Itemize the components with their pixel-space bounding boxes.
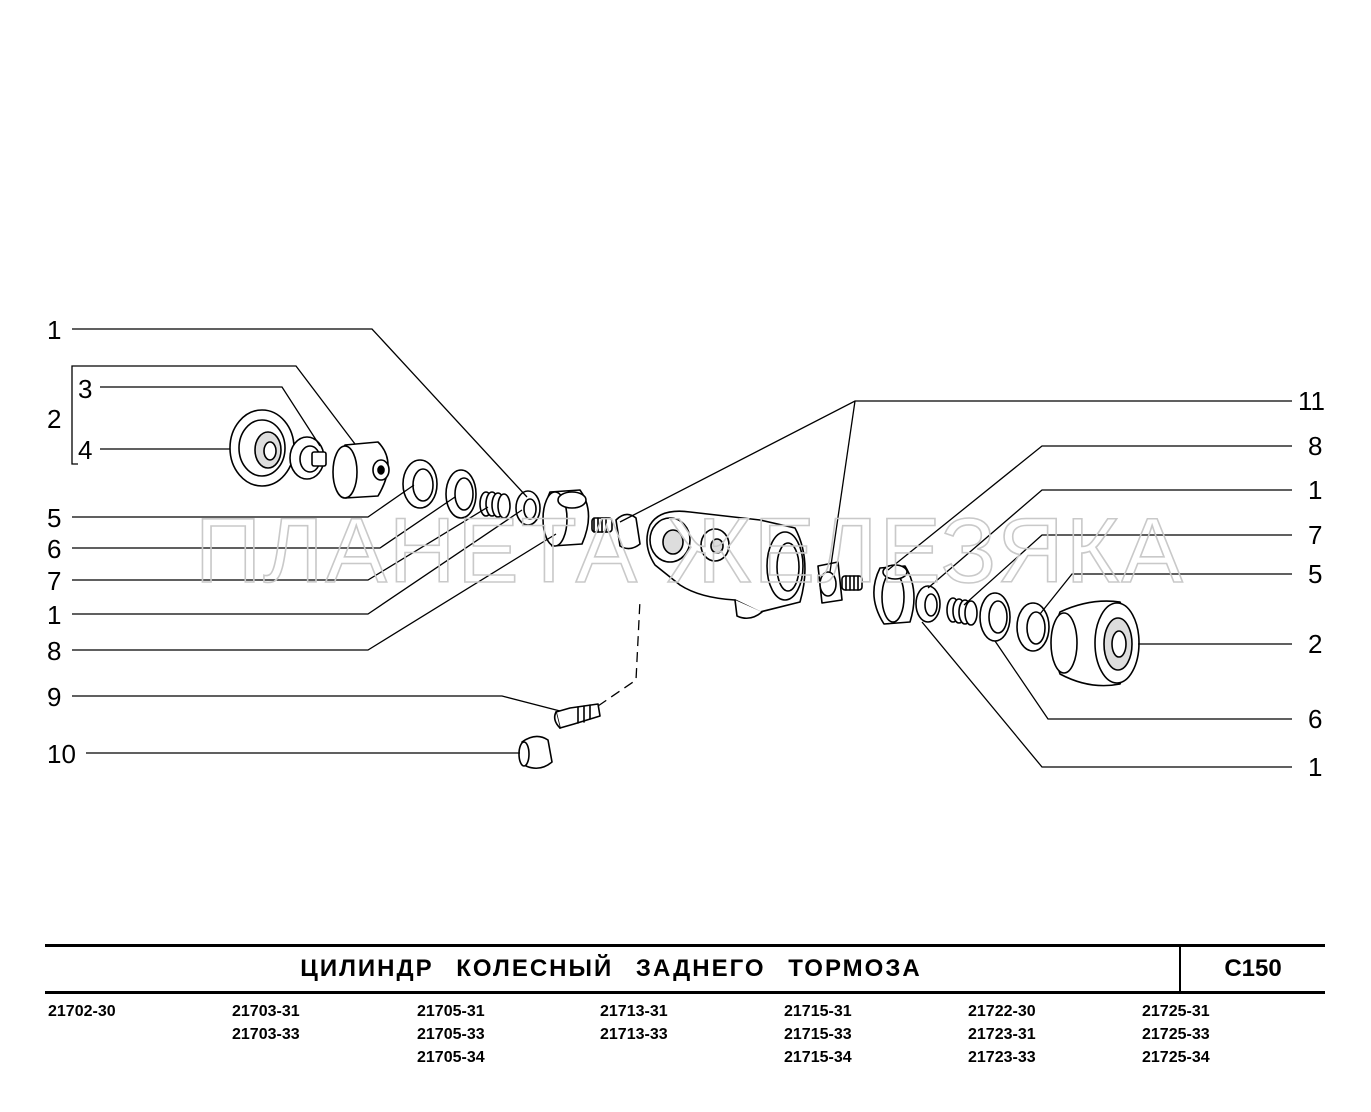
part-cylinder-body [646,510,806,620]
callout-3: 3 [78,374,92,404]
part-stud-right [817,561,863,604]
callout-7-left: 7 [47,566,61,596]
model-code: 21713-31 [600,1003,668,1020]
title-row: ЦИЛИНДР КОЛЕСНЫЙ ЗАДНЕГО ТОРМОЗА C150 [45,944,1325,994]
callout-1-right: 1 [1308,475,1322,505]
part-boot-left [229,409,295,487]
part-piston-left [289,436,327,480]
callout-11: 11 [1298,386,1325,416]
exploded-parts-diagram: ПЛАНЕТА ЖЕЛЕЗЯКА 1 2 3 4 5 6 7 1 8 9 10 … [47,315,1325,782]
model-code: 21723-31 [968,1026,1036,1043]
watermark-text: ПЛАНЕТА ЖЕЛЕЗЯКА [195,500,1185,602]
callout-8-right: 8 [1308,431,1322,461]
model-code: 21715-34 [784,1049,852,1066]
model-code: 21705-33 [417,1026,485,1043]
part-bleed-cap [518,735,553,770]
model-code: 21722-30 [968,1003,1036,1020]
model-code: 21705-34 [417,1049,485,1066]
part-ring-left [515,490,541,526]
model-code: 21703-31 [232,1003,300,1020]
model-column: 21702-30 [48,1000,116,1023]
callout-6-left: 6 [47,534,61,564]
part-washer-left [445,469,477,519]
part-bleed-screw [553,703,601,729]
model-code: 21725-31 [1142,1003,1210,1020]
part-boot-right [1050,600,1140,687]
callout-5-left: 5 [47,503,61,533]
part-stud-left [591,517,613,533]
diagram-code: C150 [1179,947,1325,991]
model-code: 21725-34 [1142,1049,1210,1066]
model-column: 21722-30 21723-31 21723-33 [968,1000,1036,1069]
part-cup2-left [542,489,590,547]
callout-5-right: 5 [1308,559,1322,589]
part-spring-left [479,491,511,519]
model-list: 21702-30 21703-31 21703-33 21705-31 2170… [45,994,1325,1074]
title-block: ЦИЛИНДР КОЛЕСНЫЙ ЗАДНЕГО ТОРМОЗА C150 21… [45,944,1325,1074]
callout-1-left-lower: 1 [47,600,61,630]
callout-2-left: 2 [47,404,61,434]
callouts-right: 11 8 1 7 5 2 6 1 [1298,386,1325,782]
callout-1-top: 1 [47,315,61,345]
model-column: 21713-31 21713-33 [600,1000,668,1046]
callout-7-right: 7 [1308,520,1322,550]
model-code: 21713-33 [600,1026,668,1043]
leader-lines [71,328,1292,768]
model-column: 21725-31 21725-33 21725-34 [1142,1000,1210,1069]
callouts-left: 1 2 3 4 5 6 7 1 8 9 10 [47,315,92,769]
part-spring-right [946,597,978,626]
callout-4: 4 [78,435,92,465]
model-code: 21705-31 [417,1003,485,1020]
model-code: 21702-30 [48,1003,116,1020]
model-code: 21715-33 [784,1026,852,1043]
diagram-title: ЦИЛИНДР КОЛЕСНЫЙ ЗАДНЕГО ТОРМОЗА [300,955,922,982]
callout-6-right: 6 [1308,704,1322,734]
callout-1-right-lower: 1 [1308,752,1322,782]
model-code: 21723-33 [968,1049,1036,1066]
model-column: 21715-31 21715-33 21715-34 [784,1000,852,1069]
model-column: 21703-31 21703-33 [232,1000,300,1046]
model-column: 21705-31 21705-33 21705-34 [417,1000,485,1069]
model-code: 21725-33 [1142,1026,1210,1043]
callout-2-right: 2 [1308,629,1322,659]
part-bleed-plug [615,513,641,550]
model-code: 21703-33 [232,1026,300,1043]
callout-9: 9 [47,682,61,712]
part-seal-right [1016,602,1050,652]
model-code: 21715-31 [784,1003,852,1020]
callout-10: 10 [47,739,76,769]
part-cup-left [332,441,390,499]
callout-8-left: 8 [47,636,61,666]
part-ring-right [915,585,941,623]
